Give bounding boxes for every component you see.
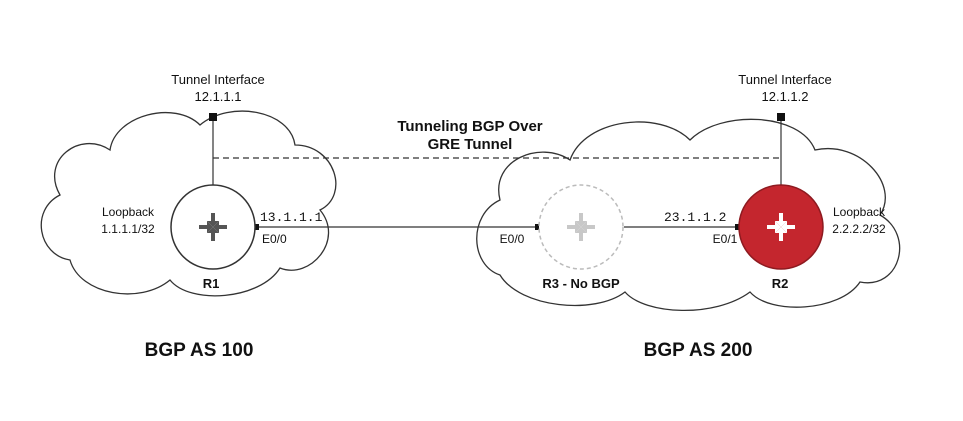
r2-interface-ip: 23.1.1.2 bbox=[664, 210, 726, 225]
r3-interface-left: E0/0 bbox=[500, 232, 525, 246]
cloud-as200 bbox=[476, 118, 901, 312]
r1-loopback-ip: 1.1.1.1/32 bbox=[101, 222, 155, 236]
router-r2-name: R2 bbox=[772, 276, 789, 291]
diagram-title-line2: GRE Tunnel bbox=[428, 136, 513, 153]
r2-interface-name: E0/1 bbox=[713, 232, 738, 246]
port-r3-e00-icon bbox=[535, 224, 541, 230]
port-r1-e00-icon bbox=[253, 224, 259, 230]
router-r1-name: R1 bbox=[203, 276, 220, 291]
r2-tunnel-ip: 12.1.1.2 bbox=[762, 89, 809, 104]
router-r2[interactable] bbox=[738, 184, 824, 270]
tunnel-endpoint-r2-icon bbox=[777, 113, 785, 121]
r1-interface-name: E0/0 bbox=[262, 232, 287, 246]
tunnel-endpoint-r1-icon bbox=[209, 113, 217, 121]
r2-loopback-ip: 2.2.2.2/32 bbox=[832, 222, 886, 236]
as-100-label: BGP AS 100 bbox=[145, 340, 254, 361]
r2-loopback-label: Loopback bbox=[833, 205, 886, 219]
r1-interface-ip: 13.1.1.1 bbox=[260, 210, 323, 225]
r1-tunnel-label: Tunnel Interface bbox=[171, 72, 264, 87]
cloud-as100 bbox=[40, 110, 337, 297]
r2-tunnel-label: Tunnel Interface bbox=[738, 72, 831, 87]
r1-loopback-label: Loopback bbox=[102, 205, 155, 219]
router-r3[interactable] bbox=[538, 184, 624, 270]
router-r3-name: R3 - No BGP bbox=[542, 276, 620, 291]
as-200-label: BGP AS 200 bbox=[644, 340, 753, 361]
router-r1[interactable] bbox=[170, 184, 256, 270]
port-r2-e01-icon bbox=[735, 224, 741, 230]
diagram-title-line1: Tunneling BGP Over bbox=[397, 118, 542, 135]
r1-tunnel-ip: 12.1.1.1 bbox=[195, 89, 242, 104]
